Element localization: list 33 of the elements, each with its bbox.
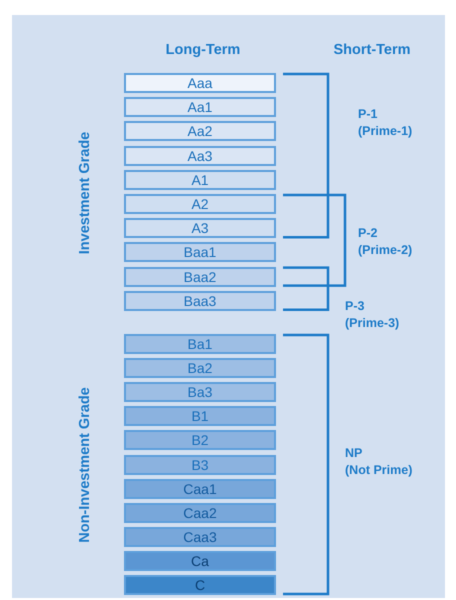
column-heading: Long-Term xyxy=(166,42,240,58)
group-label: Non-Investment Grade xyxy=(77,387,93,543)
rating-box: Aa1 xyxy=(124,97,276,118)
rating-box: Aa2 xyxy=(124,121,276,142)
short-term-rating: NP xyxy=(345,445,364,462)
rating-box: B2 xyxy=(124,430,276,450)
rating-box: Baa3 xyxy=(124,290,276,311)
rating-box: Baa2 xyxy=(124,266,276,287)
rating-box: B3 xyxy=(124,454,276,474)
rating-box: B1 xyxy=(124,406,276,426)
rating-box: Ba1 xyxy=(124,334,276,354)
short-term-rating: (Prime-2) xyxy=(358,242,414,259)
rating-box: C xyxy=(124,575,276,595)
short-term-rating: (Prime-3) xyxy=(345,315,400,332)
column-heading: Short-Term xyxy=(333,42,411,58)
rating-box: Caa3 xyxy=(124,526,276,547)
rating-box: A2 xyxy=(124,194,276,214)
rating-box: Baa1 xyxy=(124,242,276,262)
rating-box: A3 xyxy=(124,218,276,238)
rating-box: Ca xyxy=(124,550,276,571)
rating-box: A1 xyxy=(124,170,276,190)
short-term-rating: P-2 xyxy=(358,225,378,242)
rating-box: Caa1 xyxy=(124,478,276,499)
short-term-rating: P-1 xyxy=(358,106,378,123)
rating-box: Caa2 xyxy=(124,502,276,523)
rating-box: Ba2 xyxy=(124,358,276,378)
short-term-rating: (Prime-1) xyxy=(358,123,414,140)
rating-box: Aaa xyxy=(124,73,276,93)
rating-box: Ba3 xyxy=(124,382,276,402)
short-term-rating: (Not Prime) xyxy=(345,462,414,479)
short-term-rating: P-3 xyxy=(345,298,366,315)
rating-box: Aa3 xyxy=(124,146,276,166)
group-label: Investment Grade xyxy=(77,132,93,254)
